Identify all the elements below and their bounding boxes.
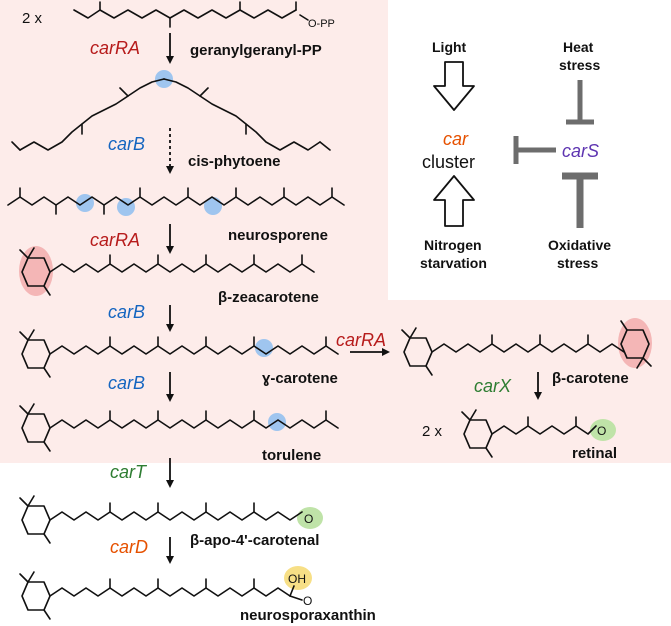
gene-cleavage-label: carX: [474, 376, 512, 396]
compound-torulene-label: torulene: [262, 447, 321, 464]
compound-carotenal-label: β-apo-4'-carotenal: [190, 532, 319, 549]
oxidative-label-line1: Oxidative: [548, 237, 611, 253]
gene-step6-label: carT: [110, 462, 148, 482]
neurosporaxanthin-ring: [21, 581, 51, 611]
pathway-background-panel: [0, 0, 671, 463]
gene-step4-label: carB: [108, 302, 145, 322]
gene-step5-label: carB: [108, 373, 145, 393]
compound-retinal-label: retinal: [572, 445, 617, 462]
ggpp-chain: [73, 9, 297, 19]
gamma-carotene-chain: [49, 345, 339, 355]
gene-step7-label: carD: [110, 537, 148, 557]
carotenal-oxygen: O: [304, 512, 313, 526]
neurosporene-chain: [7, 196, 345, 206]
retinal-oxygen: O: [597, 424, 606, 438]
precursor-multiplier: 2 x: [22, 10, 43, 27]
neurosporaxanthin-oxygen: O: [303, 594, 312, 608]
compound-ggpp-label: geranylgeranyl-PP: [190, 42, 322, 59]
carotenal-chain: [49, 511, 303, 521]
retinal-multiplier: 2 x: [422, 423, 443, 440]
gene-step2-label: carB: [108, 134, 145, 154]
compound-neurosporaxanthin-label: neurosporaxanthin: [240, 607, 376, 624]
gene-branch-label: carRA: [336, 330, 386, 350]
neurosporaxanthin-chain: [49, 587, 291, 597]
phytoene-right-chain: [163, 78, 321, 151]
phosphate-label: O-PP: [308, 18, 335, 30]
gene-step1-label: carRA: [90, 38, 140, 58]
nitrogen-label-line1: Nitrogen: [424, 237, 482, 253]
beta-carotene-chain: [431, 343, 625, 353]
compound-neurosporene-label: neurosporene: [228, 227, 328, 244]
compound-zeacarotene-label: β-zeacarotene: [218, 289, 319, 306]
compound-phytoene-label: cis-phytoene: [188, 153, 281, 170]
cars-label: carS: [562, 141, 599, 161]
neurosporaxanthin-hydroxyl: OH: [288, 572, 306, 586]
oxidative-label-line2: stress: [557, 255, 598, 271]
retinal-chain: [491, 425, 597, 435]
cluster-label: cluster: [422, 152, 475, 172]
carotenal-ring: [21, 505, 51, 535]
heat-label-line2: stress: [559, 57, 600, 73]
compound-beta-carotene-label: β-carotene: [552, 370, 629, 387]
heat-label-line1: Heat: [563, 39, 594, 55]
torulene-chain: [49, 419, 339, 429]
phytoene-left-chain: [19, 78, 165, 151]
car-label: car: [443, 129, 469, 149]
zeacarotene-chain: [49, 263, 315, 273]
gene-step3-label: carRA: [90, 230, 140, 250]
light-arrow: [433, 61, 475, 111]
light-label: Light: [432, 39, 467, 55]
nitrogen-arrow: [433, 175, 475, 227]
nitrogen-label-line2: starvation: [420, 255, 487, 271]
compound-gamma-carotene-label: ɣ-carotene: [262, 370, 338, 387]
